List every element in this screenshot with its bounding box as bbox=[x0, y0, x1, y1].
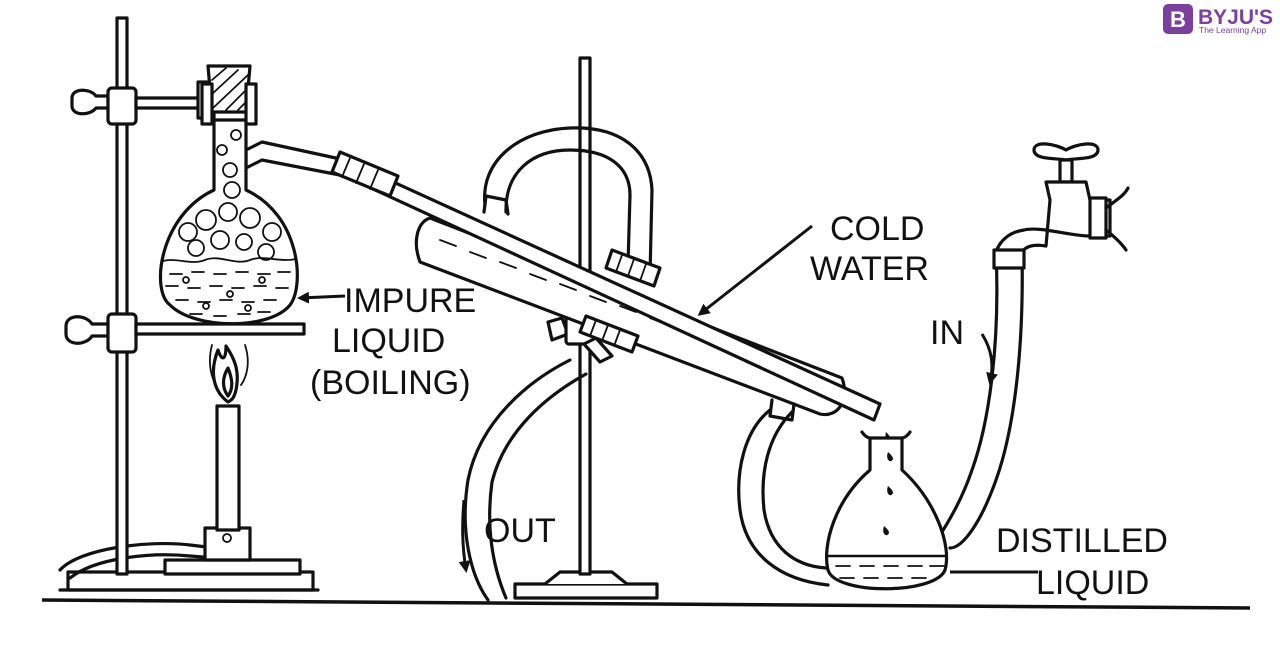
upper-condenser-clamp bbox=[604, 248, 662, 288]
label-distilled-1: DISTILLED bbox=[996, 522, 1168, 560]
label-impure-2: LIQUID bbox=[332, 322, 445, 360]
gas-hose-2 bbox=[68, 553, 217, 580]
out-flow-arrow bbox=[458, 499, 471, 573]
in-hose-inner bbox=[948, 250, 1024, 550]
tap-flange bbox=[1088, 196, 1108, 240]
left-stand-rod bbox=[115, 16, 129, 576]
receiver-flask bbox=[825, 430, 949, 591]
logo-tagline: The Learning App bbox=[1199, 25, 1266, 35]
label-cold-2: WATER bbox=[810, 250, 929, 288]
cork-hatch bbox=[211, 67, 250, 111]
flask-neck-clamp-left bbox=[200, 82, 214, 126]
lower-clamp-knob-icon bbox=[64, 315, 110, 345]
bunsen-burner bbox=[163, 344, 302, 576]
flask-side-arm bbox=[244, 140, 347, 178]
logo-glyph: B bbox=[1170, 7, 1186, 32]
distilled-liquid-fill bbox=[826, 554, 947, 579]
drops bbox=[883, 432, 893, 536]
impure-liquid-arrow bbox=[297, 291, 346, 304]
label-in: IN bbox=[930, 314, 964, 352]
distilling-flask bbox=[158, 64, 347, 326]
burner-tube bbox=[215, 404, 241, 532]
flame-flicker-right bbox=[240, 344, 249, 386]
burner-air-hole bbox=[222, 533, 232, 543]
tap-body bbox=[994, 180, 1112, 254]
bench-line bbox=[41, 598, 1251, 610]
out-hose-outer bbox=[463, 358, 572, 602]
lower-hose-inner bbox=[761, 410, 828, 570]
loop-hose-outer bbox=[483, 126, 654, 277]
flame-flicker-left bbox=[209, 344, 217, 386]
label-distilled-2: LIQUID bbox=[1036, 564, 1149, 602]
label-out: OUT bbox=[484, 512, 556, 550]
condenser-clamp-screw bbox=[582, 336, 614, 364]
flame-inner bbox=[221, 366, 234, 398]
jacket-top-outlet bbox=[482, 194, 510, 216]
out-hose-inner bbox=[488, 372, 588, 600]
loop-hose-inner bbox=[504, 148, 632, 267]
in-flow-arrow bbox=[980, 333, 998, 385]
byjus-logo: B BYJU'S The Learning App bbox=[1163, 4, 1273, 35]
hose-cuff bbox=[992, 248, 1026, 270]
jacket-bottom-inlet bbox=[768, 398, 796, 422]
lower-clamp-boss bbox=[106, 312, 138, 354]
label-cold-1: COLD bbox=[830, 210, 924, 248]
label-impure-3: (BOILING) bbox=[310, 364, 471, 402]
cold-water-arrow bbox=[697, 224, 813, 316]
tap-handle-icon bbox=[1032, 142, 1100, 162]
upper-clamp-boss bbox=[106, 86, 138, 126]
ring-support bbox=[134, 322, 306, 336]
upper-clamp-arm bbox=[134, 96, 202, 110]
tap-wall-pipe bbox=[1104, 186, 1130, 252]
labels: IMPURE LIQUID (BOILING) COLD WATER IN OU… bbox=[310, 210, 1168, 602]
label-impure-1: IMPURE bbox=[344, 282, 476, 320]
flask-neck-clamp-right bbox=[244, 82, 258, 126]
middle-stand-base bbox=[513, 582, 659, 600]
condenser-jacket bbox=[414, 216, 847, 417]
tap-stem bbox=[1058, 158, 1074, 184]
burner-base bbox=[163, 558, 302, 576]
receiver-body bbox=[825, 436, 949, 591]
lower-hose-outer bbox=[737, 408, 830, 587]
receiver-lip bbox=[860, 430, 912, 440]
adapter-clamp bbox=[330, 150, 400, 198]
logo-mark-icon bbox=[1163, 4, 1193, 34]
left-retort-stand bbox=[58, 16, 320, 592]
logo-name: BYJU'S bbox=[1198, 6, 1273, 29]
water-tap bbox=[992, 142, 1130, 270]
burner-foot bbox=[203, 526, 252, 562]
pointer-arrows bbox=[297, 224, 1038, 574]
boiling-liquid bbox=[160, 129, 298, 317]
upper-clamp-knob-icon bbox=[70, 88, 110, 116]
